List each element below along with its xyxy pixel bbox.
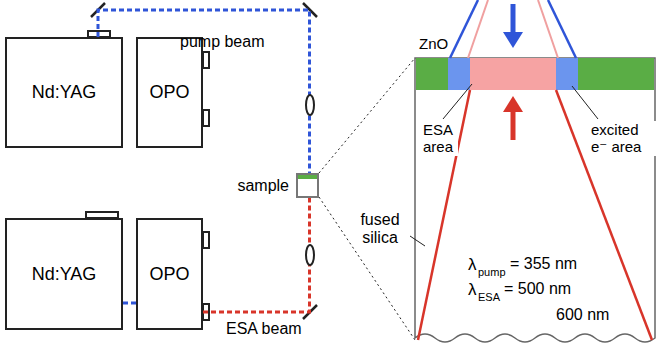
zoom-line (319, 58, 415, 173)
beam-path (123, 302, 136, 305)
pump-beam-edge (538, 0, 558, 58)
pump-beam-edge (450, 0, 478, 58)
leader-line (443, 84, 472, 119)
material-label: fused silica (352, 211, 408, 248)
esa-arrow (511, 110, 516, 140)
esa-beam-edge (418, 90, 470, 340)
beam-path (203, 198, 310, 312)
opo-box: OPO (136, 37, 203, 148)
excited-area (554, 58, 578, 90)
esa-area (470, 58, 556, 90)
laser-box: Nd:YAG (5, 37, 123, 148)
pump-arrow (503, 32, 523, 48)
value-label: 600 nm (556, 306, 609, 324)
pump-arrow (511, 4, 516, 34)
sample-label: sample (237, 177, 289, 195)
value-label: = 500 nm (504, 280, 571, 298)
excited-area (448, 58, 472, 90)
symbol: λ (468, 280, 477, 300)
zno-layer (416, 58, 654, 90)
layer-label: ZnO (418, 35, 449, 52)
fused-silica-substrate (415, 58, 655, 342)
laser-box: Nd:YAG (5, 218, 123, 330)
symbol: λ (468, 255, 477, 275)
device-label: Nd:YAG (32, 82, 97, 103)
opo-port (203, 52, 209, 68)
opo-box: OPO (136, 218, 203, 330)
lens (306, 95, 314, 115)
opo-port (203, 232, 209, 248)
sample-cell: sample (296, 173, 319, 198)
pump-beam-edge (468, 0, 488, 58)
zoom-line (319, 197, 415, 340)
area-label: ESA area (418, 121, 458, 156)
leader-line (410, 236, 425, 246)
esa-arrow (503, 96, 523, 112)
leader-line (572, 86, 598, 119)
subscript: ESA (478, 291, 500, 304)
area-label: excited e⁻ area (590, 121, 656, 156)
lens (306, 245, 314, 265)
pump-beam-edge (548, 0, 576, 58)
value-label: = 355 nm (510, 255, 577, 273)
device-label: OPO (149, 264, 189, 285)
subscript: pump (478, 266, 506, 279)
device-label: OPO (149, 82, 189, 103)
beam-label: pump beam (180, 33, 265, 51)
beam-label: ESA beam (226, 320, 302, 338)
opo-port (203, 110, 209, 126)
device-label: Nd:YAG (32, 264, 97, 285)
beam-path (98, 10, 310, 173)
